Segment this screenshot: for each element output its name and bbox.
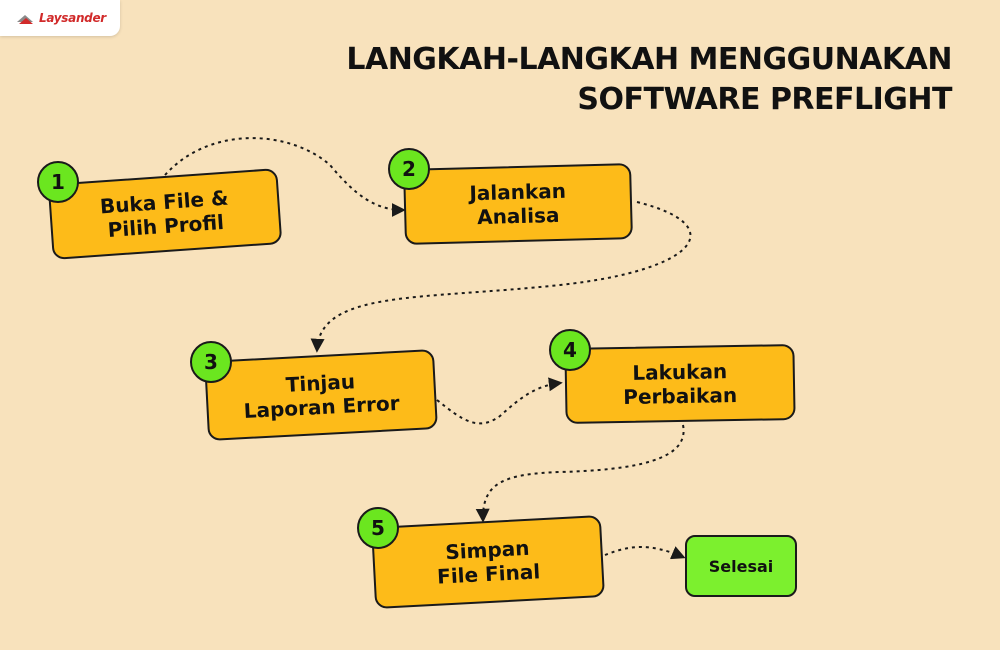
title-line-1: LANGKAH-LANGKAH MENGGUNAKAN [346,42,952,77]
step-1-label: Buka File & Pilih Profil [99,185,230,243]
step-2-label: Jalankan Analisa [469,178,567,230]
connector-4-5 [475,424,685,523]
step-4-box: Lakukan Perbaikan [564,343,796,425]
title-line-2: SOFTWARE PREFLIGHT [577,82,952,117]
step-1-box: Buka File & Pilih Profil [47,168,283,260]
connector-1-2 [164,137,406,217]
step-4-number: 4 [549,329,591,371]
step-2-number: 2 [388,148,430,190]
step-1-number: 1 [37,161,79,203]
step-3-label: Tinjau Laporan Error [243,369,401,424]
step-3-number: 3 [190,341,232,383]
logo-icon [17,15,33,24]
step-2-box: Jalankan Analisa [403,163,633,245]
step-5-label: Simpan File Final [436,535,541,589]
step-4-label: Lakukan Perbaikan [623,359,738,409]
brand-name: Laysander [39,11,106,25]
step-5-number: 5 [357,507,399,549]
step-3-box: Tinjau Laporan Error [204,349,438,441]
connector-2-3 [310,201,692,353]
connector-3-4 [436,377,563,425]
end-label: Selesai [708,556,774,576]
page-title: LANGKAH-LANGKAH MENGGUNAKAN SOFTWARE PRE… [346,40,952,120]
connector-5-end [604,546,686,560]
end-box: Selesai [685,535,797,597]
brand-logo: Laysander [0,0,120,36]
step-5-box: Simpan File Final [371,515,605,609]
